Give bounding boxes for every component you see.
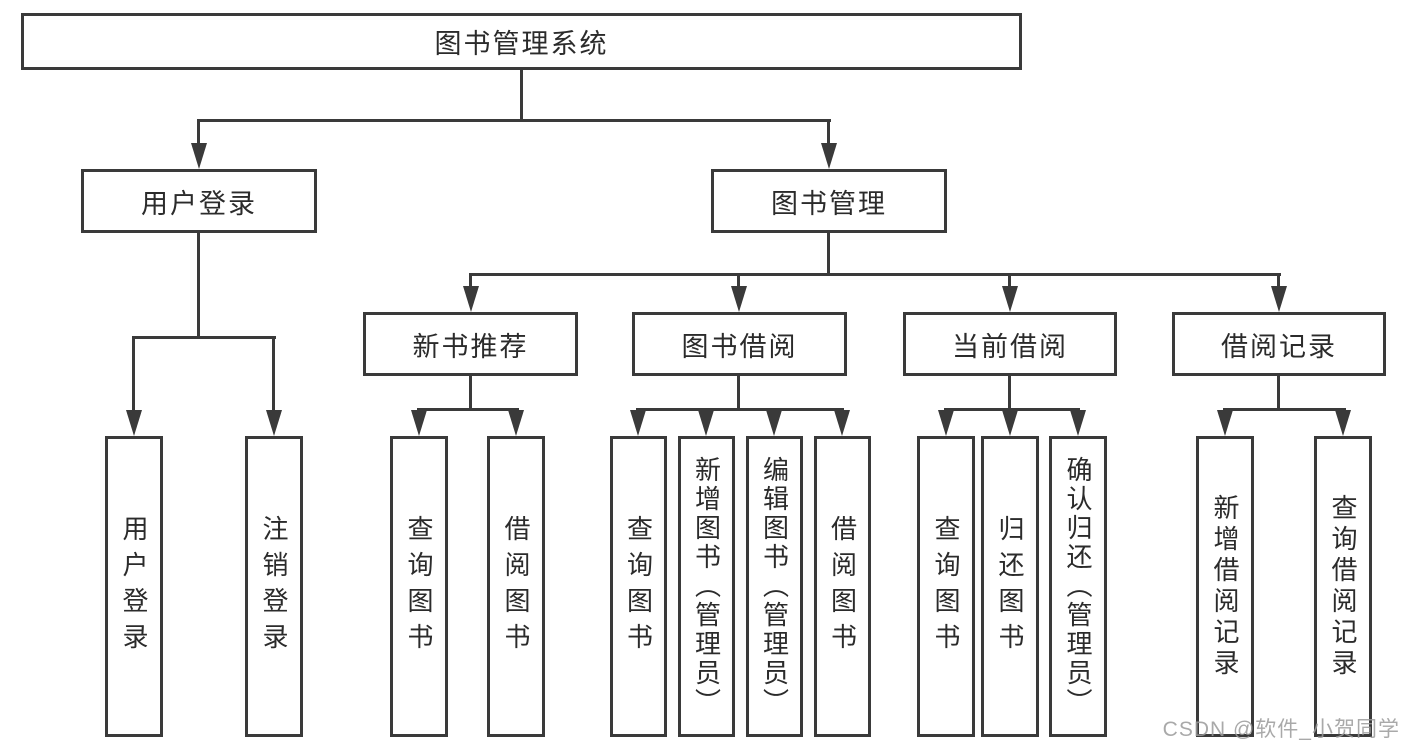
leaf-label: 归还图书 bbox=[995, 514, 1025, 659]
leaf-user-login: 用户登录 bbox=[105, 436, 163, 737]
arrow-down-icon bbox=[508, 410, 524, 436]
leaf-label: 确认归还（管理员） bbox=[1063, 456, 1093, 717]
connector-branch bbox=[944, 408, 1080, 411]
connector-drop bbox=[132, 336, 135, 412]
leaf-label: 新增借阅记录 bbox=[1210, 493, 1240, 680]
leaf-label: 查询图书 bbox=[931, 514, 961, 659]
arrow-down-icon bbox=[834, 410, 850, 436]
leaf-nb-borrow-books: 借阅图书 bbox=[487, 436, 545, 737]
leaf-label: 用户登录 bbox=[119, 514, 149, 659]
connector-drop bbox=[1008, 273, 1011, 288]
connector-vertical bbox=[737, 376, 740, 411]
arrow-down-icon bbox=[821, 143, 837, 169]
arrow-down-icon bbox=[411, 410, 427, 436]
connector-root-branch bbox=[197, 119, 831, 122]
node-book-management: 图书管理 bbox=[711, 169, 947, 233]
leaf-cb-return-books: 归还图书 bbox=[981, 436, 1039, 737]
leaf-cb-query-books: 查询图书 bbox=[917, 436, 975, 737]
node-book-borrowing: 图书借阅 bbox=[632, 312, 847, 376]
connector-user-login-branch bbox=[132, 336, 276, 339]
node-current-borrowing: 当前借阅 bbox=[903, 312, 1117, 376]
arrow-down-icon bbox=[463, 286, 479, 312]
arrow-down-icon bbox=[1002, 286, 1018, 312]
leaf-label: 查询图书 bbox=[404, 514, 434, 659]
node-label: 图书管理系统 bbox=[434, 29, 609, 59]
connector-branch bbox=[1223, 408, 1346, 411]
leaf-label: 查询借阅记录 bbox=[1328, 493, 1358, 680]
leaf-bb-add-books-admin: 新增图书（管理员） bbox=[678, 436, 735, 737]
arrow-down-icon bbox=[1271, 286, 1287, 312]
arrow-down-icon bbox=[1335, 410, 1351, 436]
node-label: 当前借阅 bbox=[952, 331, 1068, 362]
arrow-down-icon bbox=[191, 143, 207, 169]
connector-drop bbox=[272, 336, 275, 412]
node-label: 用户登录 bbox=[141, 188, 257, 219]
node-label: 新书推荐 bbox=[412, 331, 529, 362]
connector-drop bbox=[469, 273, 472, 288]
arrow-down-icon bbox=[731, 286, 747, 312]
leaf-bb-borrow-books: 借阅图书 bbox=[814, 436, 871, 737]
leaf-br-query-record: 查询借阅记录 bbox=[1314, 436, 1372, 737]
leaf-label: 新增图书（管理员） bbox=[691, 456, 722, 717]
leaf-label: 借阅图书 bbox=[501, 514, 531, 659]
arrow-down-icon bbox=[1070, 410, 1086, 436]
leaf-label: 编辑图书（管理员） bbox=[759, 456, 790, 717]
leaf-br-add-record: 新增借阅记录 bbox=[1196, 436, 1254, 737]
connector-user-login-vertical bbox=[197, 233, 200, 339]
leaf-nb-query-books: 查询图书 bbox=[390, 436, 448, 737]
node-label: 图书借阅 bbox=[681, 331, 798, 362]
connector-branch bbox=[636, 408, 844, 411]
connector-drop bbox=[737, 273, 740, 288]
connector-branch bbox=[417, 408, 519, 411]
connector-vertical bbox=[1277, 376, 1280, 411]
csdn-watermark: CSDN @软件_小贺同学 bbox=[1162, 718, 1400, 741]
arrow-down-icon bbox=[1217, 410, 1233, 436]
connector-drop-book-mgmt bbox=[827, 119, 830, 145]
connector-vertical bbox=[469, 376, 472, 411]
leaf-label: 借阅图书 bbox=[827, 514, 858, 659]
arrow-down-icon bbox=[698, 410, 714, 436]
connector-drop-user-login bbox=[197, 119, 200, 145]
leaf-bb-query-books: 查询图书 bbox=[610, 436, 667, 737]
node-borrow-records: 借阅记录 bbox=[1172, 312, 1386, 376]
node-label: 借阅记录 bbox=[1221, 331, 1337, 362]
node-library-system: 图书管理系统 bbox=[21, 13, 1022, 70]
connector-vertical bbox=[1008, 376, 1011, 411]
connector-root-vertical bbox=[520, 70, 523, 122]
connector-drop bbox=[1277, 273, 1280, 288]
node-new-book-recommend: 新书推荐 bbox=[363, 312, 578, 376]
arrow-down-icon bbox=[266, 410, 282, 436]
leaf-label: 注销登录 bbox=[259, 514, 289, 659]
connector-book-mgmt-vertical bbox=[827, 233, 830, 276]
leaf-label: 查询图书 bbox=[623, 514, 654, 659]
arrow-down-icon bbox=[938, 410, 954, 436]
arrow-down-icon bbox=[766, 410, 782, 436]
arrow-down-icon bbox=[126, 410, 142, 436]
leaf-cb-confirm-return-admin: 确认归还（管理员） bbox=[1049, 436, 1107, 737]
node-user-login: 用户登录 bbox=[81, 169, 317, 233]
connector-book-mgmt-branch bbox=[469, 273, 1281, 276]
node-label: 图书管理 bbox=[771, 188, 887, 219]
leaf-bb-edit-books-admin: 编辑图书（管理员） bbox=[746, 436, 803, 737]
leaf-logout: 注销登录 bbox=[245, 436, 303, 737]
arrow-down-icon bbox=[630, 410, 646, 436]
arrow-down-icon bbox=[1002, 410, 1018, 436]
